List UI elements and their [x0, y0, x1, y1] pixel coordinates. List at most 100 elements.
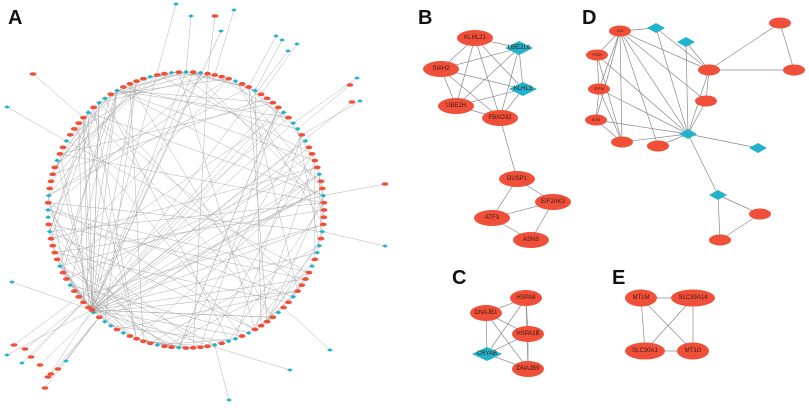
spoke-edge: [248, 35, 277, 88]
ring-node: [302, 139, 309, 143]
spoke-edge: [91, 309, 291, 371]
ring-node: [59, 270, 67, 275]
circle-chord-edge: [260, 259, 316, 326]
circle-chord-edge: [54, 76, 151, 168]
c-cryab-label: CRYAB: [477, 351, 497, 357]
spoke-edge: [47, 309, 93, 378]
edge-du1-du2: [779, 22, 795, 71]
d-dd3-node: [749, 143, 767, 153]
hub-edge: [59, 153, 93, 311]
c-hspa8-node: [510, 290, 542, 306]
circle-chord-edge: [50, 78, 144, 182]
satellite-node: [47, 372, 55, 376]
circle-chord-edge: [157, 74, 313, 155]
circle-chord-edge: [136, 174, 320, 340]
d-du7-node: [749, 208, 771, 220]
ring-node: [126, 82, 134, 86]
circle-chord-edge: [207, 153, 313, 347]
circle-chord-edge: [123, 86, 298, 130]
circle-chord-edge: [157, 338, 236, 346]
d-du8-node: [709, 234, 731, 246]
ring-node: [316, 172, 323, 177]
c-dnajb9-label: DNAJB9: [516, 366, 540, 372]
e-slc30a1-label: SLC30A1: [632, 348, 658, 354]
circle-chord-edge: [98, 102, 289, 303]
ring-node: [302, 277, 309, 281]
spoke-edge: [301, 100, 361, 136]
edge-hub-zfp36: [598, 88, 689, 135]
d-zfp36-label: ZFP36: [594, 87, 604, 91]
edge-dnajb1-dnajb9: [485, 312, 529, 370]
hub-edge: [91, 71, 187, 311]
circle-chord-edge: [248, 86, 306, 142]
b-siah2-node: [423, 61, 459, 77]
ring-node: [51, 250, 59, 255]
satellite-node: [41, 386, 49, 390]
edge-ube2l6-ube2h: [455, 47, 520, 107]
ring-node: [189, 345, 197, 350]
satellite-node: [231, 8, 237, 12]
circle-chord-edge: [178, 72, 256, 330]
spoke-edge: [6, 106, 67, 142]
ring-node: [316, 243, 323, 248]
ring-node: [317, 179, 325, 184]
edge-hub-dd2: [685, 41, 689, 135]
circle-chord-edge: [70, 90, 118, 286]
ring-node: [320, 200, 328, 205]
ring-node: [133, 336, 140, 341]
spoke-edge: [24, 302, 84, 350]
spoke-edge: [32, 73, 84, 118]
ring-node: [175, 345, 182, 350]
ring-node: [225, 339, 232, 344]
ring-node: [275, 310, 282, 315]
ring-node: [263, 319, 271, 324]
circle-chord-edge: [192, 73, 208, 348]
d-dd4-node: [709, 190, 727, 200]
circle-chord-edge: [78, 224, 324, 298]
circle-chord-edge: [178, 71, 249, 88]
circle-chord-edge: [99, 188, 323, 318]
circle-chord-edge: [54, 74, 158, 168]
edge-hub-dd4: [687, 133, 719, 196]
circle-chord-edge: [59, 112, 284, 267]
hub-edge: [91, 72, 194, 311]
circle-chord-edge: [48, 81, 137, 196]
edge-ube2l6-klhl3: [518, 47, 524, 90]
spoke-edge: [323, 183, 386, 196]
d-du6-node: [647, 140, 669, 152]
d-dhub-node: [679, 129, 697, 139]
edge-dd1-du3: [655, 27, 710, 71]
ring-node: [245, 330, 252, 335]
b-eif2ak3-node: [535, 194, 571, 210]
ring-node: [139, 339, 147, 344]
circle-chord-edge: [50, 167, 318, 239]
hub-edge: [91, 107, 279, 311]
circle-chord-edge: [88, 112, 302, 286]
ring-node: [251, 327, 259, 332]
edge-klhl21-fbxo32: [474, 37, 501, 119]
spoke-edge: [30, 302, 84, 358]
ring-node: [313, 165, 321, 170]
ring-node: [290, 121, 297, 126]
ring-node: [274, 105, 282, 110]
spoke-edge: [13, 296, 79, 346]
b-ube2h-label: UBE2H: [446, 103, 466, 109]
satellite-node: [218, 29, 224, 33]
edge-mt1m-slc30a1: [640, 297, 646, 352]
ring-node: [311, 158, 319, 163]
spoke-edge: [39, 312, 94, 366]
edge-hub-dd1: [655, 27, 689, 135]
edge-fosb-zfp36: [596, 54, 600, 90]
hub-edge: [83, 117, 93, 311]
satellite-node: [294, 42, 300, 46]
ring-node: [320, 193, 327, 198]
spoke-edge: [91, 3, 177, 311]
circle-chord-edge: [49, 112, 89, 232]
ring-node: [101, 319, 108, 324]
satellite-node: [19, 361, 25, 365]
hub-edge: [91, 309, 273, 318]
ring-node: [269, 315, 277, 320]
circle-chord-edge: [116, 90, 315, 161]
hub-edge: [91, 90, 118, 311]
d-klf6-label: KLF6: [592, 118, 600, 122]
